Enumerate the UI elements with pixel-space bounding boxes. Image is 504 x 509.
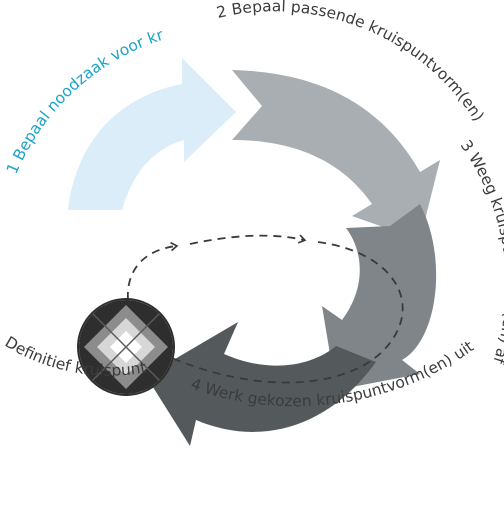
feedback-loop-path-2 (189, 234, 307, 245)
step-4-arrow (146, 322, 376, 446)
step-1-arrow (68, 58, 236, 210)
step-2-arrow (232, 70, 440, 240)
diamond-grid-icon (77, 298, 175, 396)
feedback-loop-path-3 (157, 241, 404, 384)
step-3-label: 3 Weeg kruispuntvorm(en) af (457, 137, 504, 367)
feedback-loop-path (127, 241, 179, 301)
step-3-arrow (322, 204, 437, 390)
